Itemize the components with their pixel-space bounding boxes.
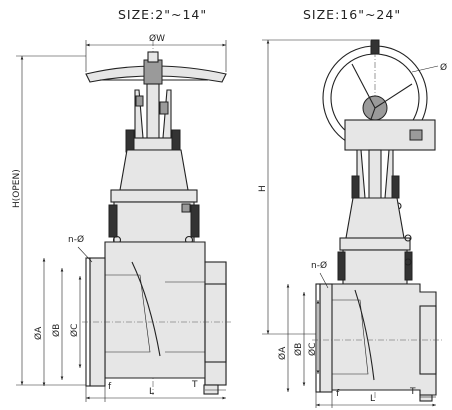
left-handwheel <box>85 51 227 85</box>
left-body <box>82 241 232 395</box>
right-view-title: SIZE:16"~24" <box>303 7 401 22</box>
dim-a-right: ØA <box>277 346 288 360</box>
right-valve: Ø <box>258 39 447 408</box>
dim-flange-f-right: f <box>336 389 340 399</box>
dim-thickness-t-right: T <box>409 387 416 397</box>
dim-length-l: L <box>149 387 154 397</box>
left-view-title: SIZE:2"~14" <box>118 7 207 22</box>
dim-height-open: H(OPEN) <box>12 169 22 208</box>
dim-b-right: ØB <box>293 343 304 356</box>
dim-flange-f: f <box>108 382 112 392</box>
dim-height: H <box>258 185 268 192</box>
dim-b: ØB <box>51 324 62 337</box>
dim-length-l-right: L <box>370 394 375 404</box>
dim-c: ØC <box>69 324 80 337</box>
dim-handwheel-dia: ØW <box>149 33 165 44</box>
dim-bolt-holes-right: n-Ø <box>311 260 327 271</box>
dim-thickness-t: T <box>191 380 198 390</box>
dim-c-right: ØC <box>307 343 318 356</box>
left-bonnet <box>108 149 200 245</box>
dim-bolt-holes: n-Ø <box>68 234 84 245</box>
right-bonnet <box>337 175 413 285</box>
dim-a: ØA <box>33 326 44 340</box>
left-valve: ØW H(OPEN) n-Ø ØA ØB ØC f L T <box>12 33 232 402</box>
right-body <box>312 283 442 402</box>
dim-gear-wheel-dia: Ø <box>440 62 447 73</box>
